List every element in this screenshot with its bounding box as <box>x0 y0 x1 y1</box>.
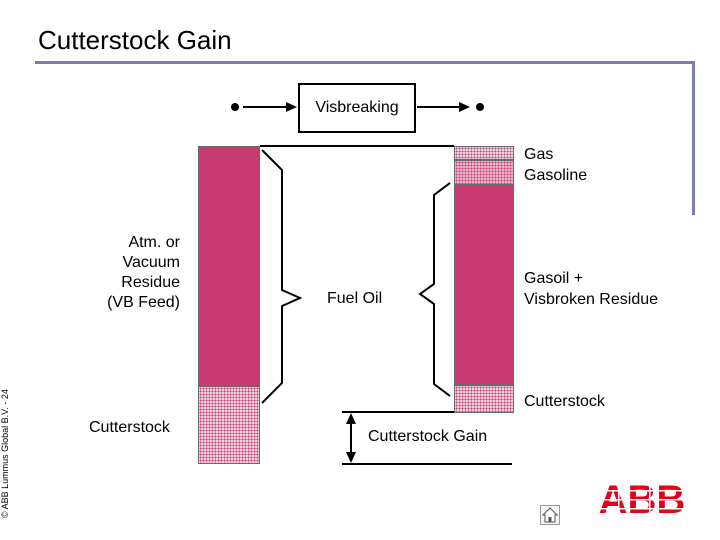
home-icon[interactable] <box>540 505 560 525</box>
gain-arrow-up <box>346 413 356 424</box>
right-brace <box>418 182 451 397</box>
copyright-text: © ABB Lummus Global B.V. - 24 <box>0 389 10 518</box>
gasoline-bar <box>454 160 514 185</box>
dot-arrow-right-icon <box>476 103 484 111</box>
gasoil-label-line1: Gasoil + <box>524 270 584 287</box>
abb-logo: ABB <box>597 480 687 518</box>
feed-label-line4: (VB Feed) <box>107 294 180 311</box>
gasoil-bar <box>454 185 514 385</box>
arrow-right-head <box>459 102 470 112</box>
cutterstock-gain-label: Cutterstock Gain <box>368 428 488 445</box>
feed-label-line3: Residue <box>121 274 180 291</box>
title-rule-horizontal <box>35 61 695 64</box>
feed-residue-bar <box>198 146 260 386</box>
gasoline-label: Gasoline <box>524 167 588 184</box>
gasoil-label-line2: Visbroken Residue <box>524 291 659 308</box>
feed-label: Atm. or Vacuum Residue (VB Feed) <box>80 233 180 313</box>
feed-cutterstock-bar <box>198 386 260 464</box>
product-cutterstock-label: Cutterstock <box>524 393 605 410</box>
arrow-left-head <box>286 102 297 112</box>
gain-arrow-down <box>346 452 356 463</box>
visbreaking-label: Visbreaking <box>315 99 399 116</box>
fuel-oil-label: Fuel Oil <box>327 290 383 307</box>
visbreaking-box: Visbreaking <box>298 83 416 133</box>
page-title: Cutterstock Gain <box>38 25 232 55</box>
dot-arrow-left-icon <box>231 103 239 111</box>
left-brace <box>261 149 303 404</box>
feed-label-line2: Vacuum <box>122 254 180 271</box>
product-cutterstock-bar <box>454 385 514 413</box>
title-rule-vertical <box>692 61 695 215</box>
feed-label-line1: Atm. or <box>128 234 180 251</box>
gas-label: Gas <box>524 146 554 163</box>
gas-bar <box>454 146 514 160</box>
feed-cutterstock-label: Cutterstock <box>89 419 170 436</box>
